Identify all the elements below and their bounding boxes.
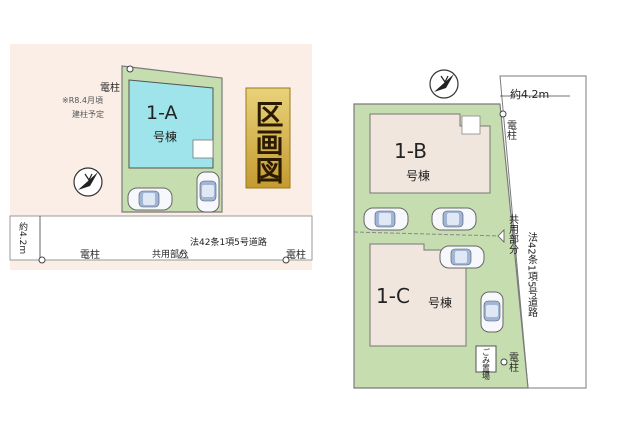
building-1b [369,113,491,194]
shared-part-marker [177,249,189,259]
road-width-left: 約4.2m [17,221,28,254]
pole-top-label-right: 電柱 [505,120,517,141]
pole-left-label: 電柱 [80,248,100,261]
pole-marker-left [38,256,46,264]
left-plan: 電柱 ※R8.4月頃 建柱予定 1-A 号棟 区画図 法42条1項5号道路 共用… [9,44,313,270]
title-text: 区画図 [252,100,285,184]
pole-bottom-label-right: 電柱 [507,352,519,373]
pole-marker-right-top [499,110,507,118]
shared-part-marker-right [497,229,505,243]
parking-car-4 [431,207,477,231]
note-line2: 建柱予定 [72,109,104,119]
road-width-right: 約4.2m [510,87,549,101]
parking-car-6 [480,291,504,333]
garbage-box [475,345,497,373]
parking-car-1 [127,187,173,211]
building-1b-suffix: 号棟 [406,168,430,183]
parking-car-5 [439,245,485,269]
building-1b-name: 1-B [394,139,427,163]
entrance-1a [192,139,214,159]
entrance-1b [461,115,481,135]
pole-marker-right-bottom [500,358,508,366]
right-plan: 約4.2m 電柱 1-B 号棟 1-C 号棟 共用部分 法42条1項5号道路 ご… [353,69,587,389]
pole-top-label: 電柱 [100,81,120,94]
road-name-left: 法42条1項5号道路 [190,236,267,248]
road-right [499,75,587,389]
pole-marker-right [282,256,290,264]
parking-car-3 [363,207,409,231]
building-1c-suffix: 号棟 [428,295,452,310]
road-name-right: 法42条1項5号道路 [526,231,538,318]
parking-car-2 [196,171,220,213]
building-1a [128,79,214,169]
north-arrow-icon [73,167,103,197]
note-line1: ※R8.4月頃 [62,96,103,105]
road-left [9,215,313,261]
building-1a-name: 1-A [146,102,178,124]
garbage-label: ごみ置場 [482,347,491,381]
shared-part-left: 共用部分 [152,248,188,260]
pole-marker-top [126,65,134,73]
pole-right-label: 電柱 [286,248,306,261]
north-arrow-icon-right [429,69,459,99]
building-1c-name: 1-C [376,284,410,308]
title-box [245,87,291,189]
building-1a-suffix: 号棟 [153,129,177,144]
shared-part-right: 共用部分 [507,214,519,255]
